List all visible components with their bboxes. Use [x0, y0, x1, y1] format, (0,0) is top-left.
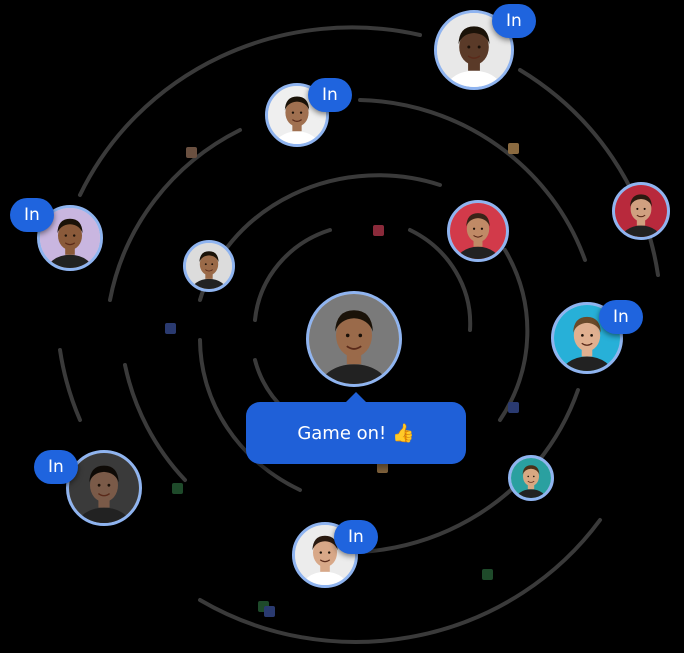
avatar-inner-left[interactable]: [183, 240, 235, 292]
orbit-ring-outer: [518, 68, 660, 277]
avatar-right[interactable]: [551, 302, 623, 374]
avatar-left[interactable]: [37, 205, 103, 271]
orbit-ring-outer: [78, 25, 422, 197]
message-text: Game on!: [297, 422, 387, 444]
scatter-dot: [508, 402, 519, 413]
in-badge: In: [599, 300, 643, 334]
scatter-dot: [186, 147, 197, 158]
in-badge: In: [334, 520, 378, 554]
orbit-ring-outer: [198, 518, 602, 644]
in-badge: In: [10, 198, 54, 232]
orbit-ring-2: [108, 128, 242, 302]
orbit-ring-2: [123, 363, 187, 482]
avatar-lower-right-small[interactable]: [508, 455, 554, 501]
message-bubble[interactable]: Game on! 👍: [246, 392, 466, 464]
scatter-dot: [165, 323, 176, 334]
in-badge: In: [34, 450, 78, 484]
scatter-dot: [172, 483, 183, 494]
avatar-far-right[interactable]: [612, 182, 670, 240]
scatter-dot: [373, 225, 384, 236]
avatar-center[interactable]: [306, 291, 402, 387]
avatar-bottom[interactable]: [292, 522, 358, 588]
orbit-ring-3: [498, 248, 530, 422]
avatar-lower-left[interactable]: [66, 450, 142, 526]
orbit-ring-3: [198, 173, 442, 302]
scatter-dot: [508, 143, 519, 154]
orbit-ring-outer: [58, 348, 82, 422]
scatter-dot: [377, 462, 388, 473]
orbit-ring-2: [358, 98, 587, 262]
in-badge: In: [492, 4, 536, 38]
thumbs-up-icon: 👍: [392, 422, 415, 444]
scatter-dot: [264, 606, 275, 617]
in-badge: In: [308, 78, 352, 112]
orbit-ring-inner: [253, 228, 332, 322]
orbit-ring-3: [198, 338, 302, 492]
scatter-dot: [482, 569, 493, 580]
scatter-dot: [258, 601, 269, 612]
avatar-inner-right[interactable]: [447, 200, 509, 262]
orbit-ring-inner: [408, 228, 473, 332]
